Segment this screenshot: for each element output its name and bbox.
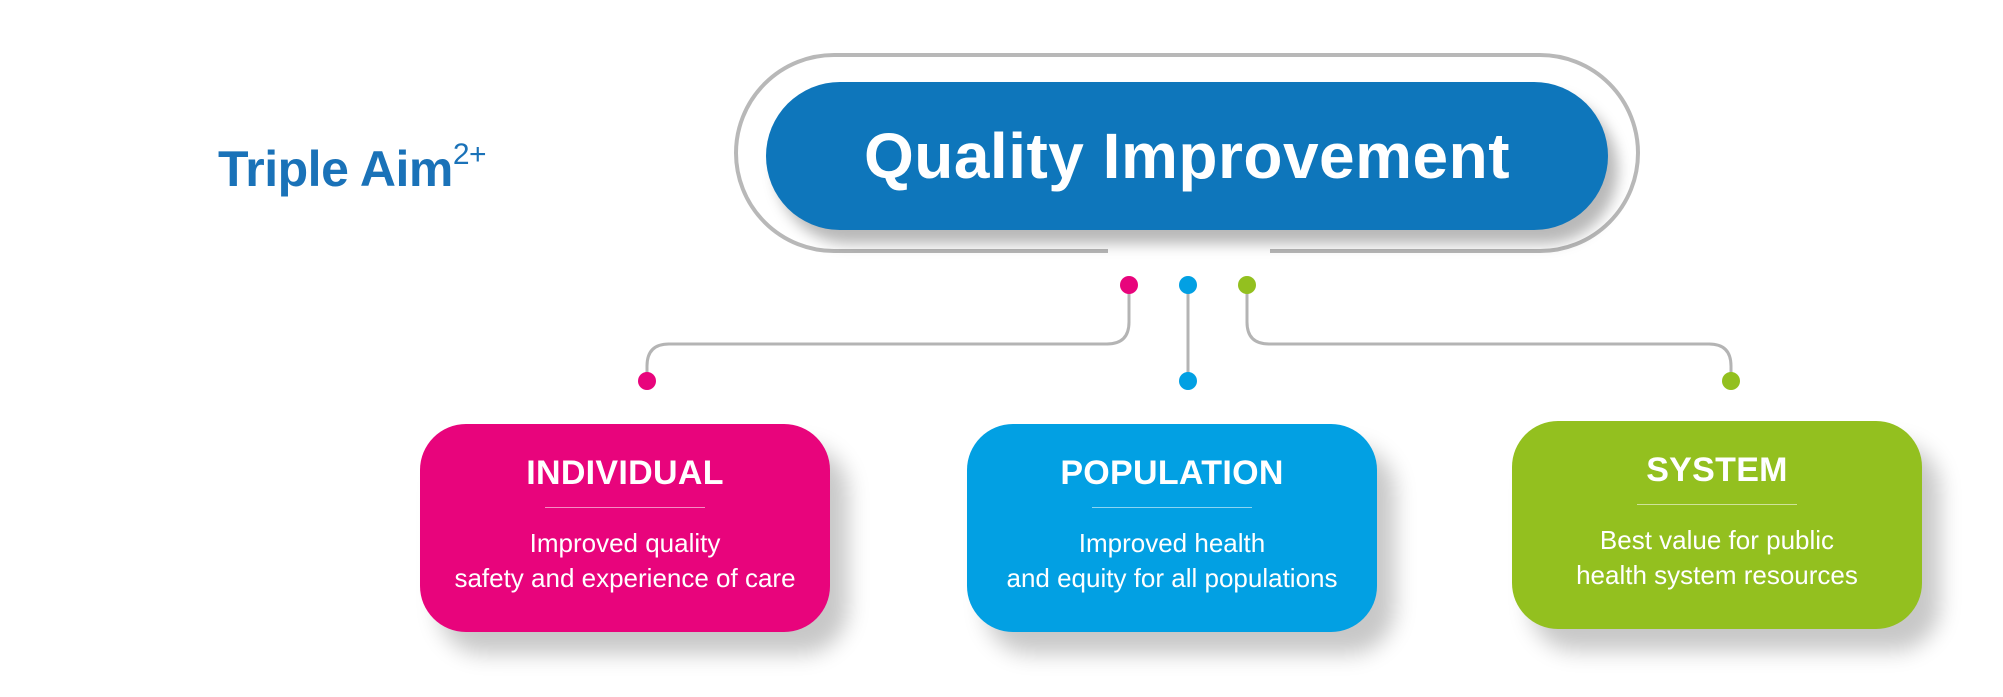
card-description-line-2: and equity for all populations xyxy=(1006,563,1338,593)
header-title: Quality Improvement xyxy=(863,120,1511,192)
dot-individual-top xyxy=(1120,276,1138,294)
card-divider xyxy=(545,507,705,508)
header-outline-gap xyxy=(1108,246,1270,258)
card-individual: INDIVIDUAL Improved quality safety and e… xyxy=(420,424,830,632)
connector-system xyxy=(1245,286,1733,381)
brand-superscript: 2+ xyxy=(452,138,487,172)
dot-individual-bottom xyxy=(638,372,656,390)
card-description-line-2: safety and experience of care xyxy=(454,563,796,593)
header-pill: Quality Improvement xyxy=(766,82,1608,230)
card-population: POPULATION Improved health and equity fo… xyxy=(967,424,1377,632)
card-title: INDIVIDUAL xyxy=(526,454,724,492)
brand-title: Triple Aim2+ xyxy=(218,138,487,198)
card-divider xyxy=(1092,507,1252,508)
brand-text: Triple Aim xyxy=(218,141,453,197)
dot-system-top xyxy=(1238,276,1256,294)
dot-population-bottom xyxy=(1179,372,1197,390)
dot-population-top xyxy=(1179,276,1197,294)
card-system: SYSTEM Best value for public health syst… xyxy=(1512,421,1922,629)
card-divider xyxy=(1637,504,1797,505)
card-description-line-1: Improved quality xyxy=(529,528,721,558)
card-description-line-2: health system resources xyxy=(1576,560,1858,590)
card-description-line-1: Best value for public xyxy=(1599,525,1835,555)
card-title: POPULATION xyxy=(1060,454,1284,492)
card-description-line-1: Improved health xyxy=(1078,528,1266,558)
connector-individual xyxy=(645,286,1131,381)
dot-system-bottom xyxy=(1722,372,1740,390)
card-title: SYSTEM xyxy=(1646,451,1788,489)
